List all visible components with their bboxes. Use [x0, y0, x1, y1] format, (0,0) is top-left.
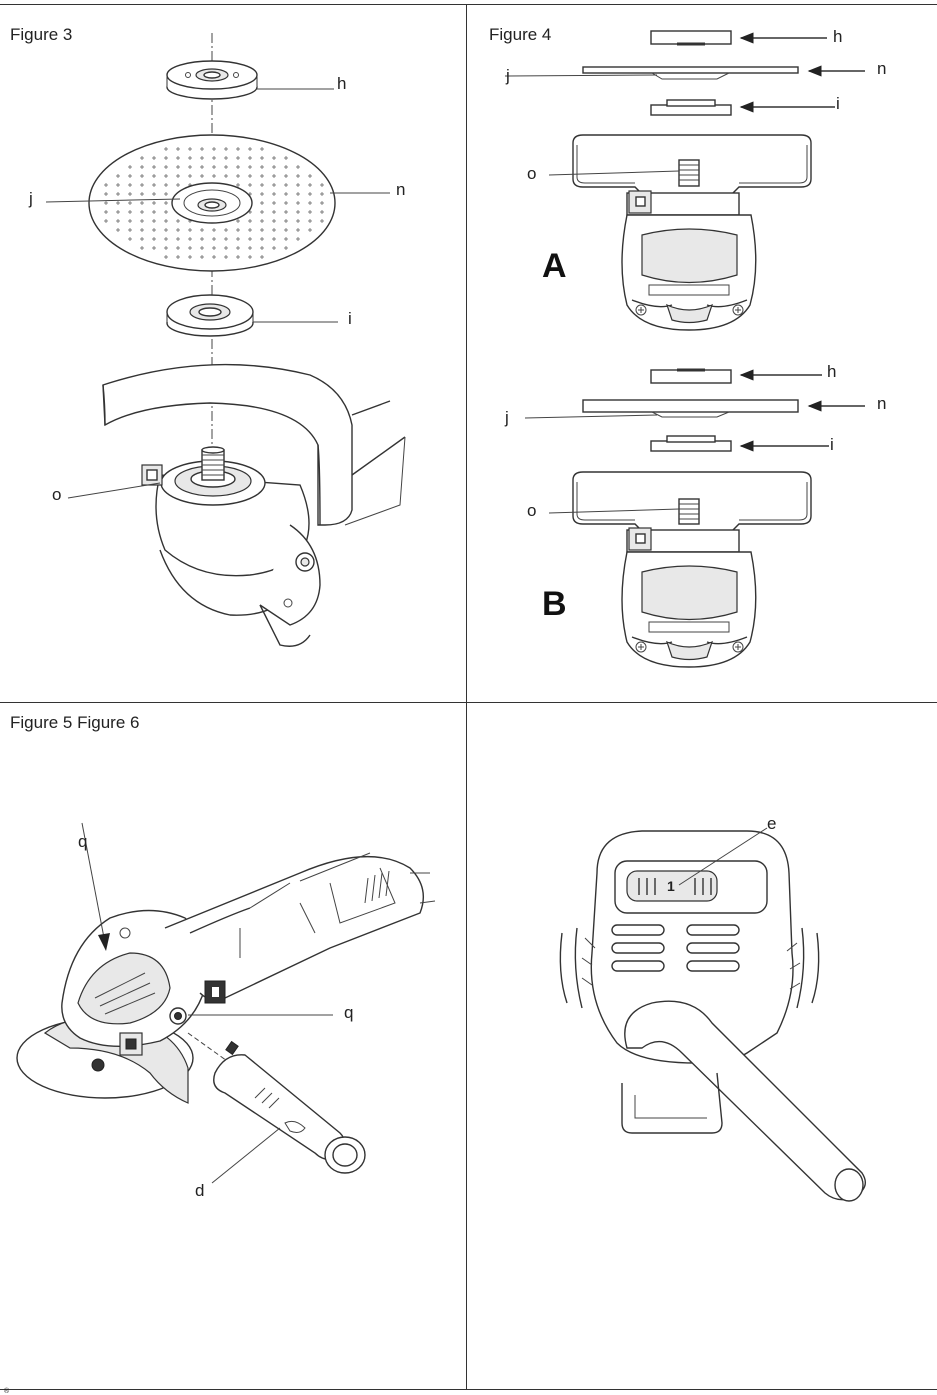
footer-mark: ®	[4, 1388, 10, 1395]
figure-4b-label-h: h	[827, 362, 837, 381]
figure-4a-label-o: o	[527, 164, 537, 183]
figure-4-caption: Figure 4	[489, 25, 552, 44]
figure-6-display-value: 1	[667, 878, 675, 894]
figure-3-label-h: h	[337, 74, 347, 93]
figure-5-panel: Figure 5 Figure 6 q q d	[0, 703, 465, 1389]
figure-4-view-a-drawing	[504, 30, 865, 331]
middle-divider	[0, 702, 937, 703]
figure-3-label-j: j	[29, 189, 33, 208]
figure-6-panel: e 1	[467, 703, 937, 1389]
figure-5-6-caption: Figure 5 Figure 6	[10, 713, 140, 732]
column-divider	[466, 4, 467, 1389]
figure-5-illustration	[16, 822, 436, 1184]
figure-5-label-q-side: q	[344, 1003, 354, 1022]
figure-4a-label-i: i	[836, 94, 840, 113]
figure-3-illustration	[45, 33, 406, 647]
figure-3-caption: Figure 3	[10, 25, 73, 44]
bottom-border	[0, 1389, 937, 1390]
figure-4b-label-n: n	[877, 394, 887, 413]
figure-4-view-letter-a: A	[542, 247, 567, 285]
figure-6-label-e: e	[767, 814, 777, 833]
figure-3-panel: Figure 3 h j n i o	[0, 5, 465, 702]
figure-4b-label-j: j	[505, 408, 509, 427]
figure-4a-label-h: h	[833, 27, 843, 46]
figure-3-label-o: o	[52, 485, 62, 504]
figure-4-view-letter-b: B	[542, 585, 567, 623]
figure-5-label-q-top: q	[78, 832, 88, 851]
top-border	[0, 4, 937, 5]
figure-4a-label-j: j	[506, 66, 510, 85]
figure-4-panel: Figure 4 h j n i o A h j n i o B	[467, 5, 937, 702]
figure-5-label-d: d	[195, 1181, 205, 1200]
figure-4b-label-i: i	[830, 435, 834, 454]
figure-4-view-b-drawing	[524, 368, 865, 668]
figure-3-label-n: n	[396, 180, 406, 199]
figure-6-illustration	[559, 827, 866, 1202]
figure-4a-label-n: n	[877, 59, 887, 78]
figure-4b-label-o: o	[527, 501, 537, 520]
figure-3-label-i: i	[348, 309, 352, 328]
figure-4-illustration	[504, 30, 865, 668]
